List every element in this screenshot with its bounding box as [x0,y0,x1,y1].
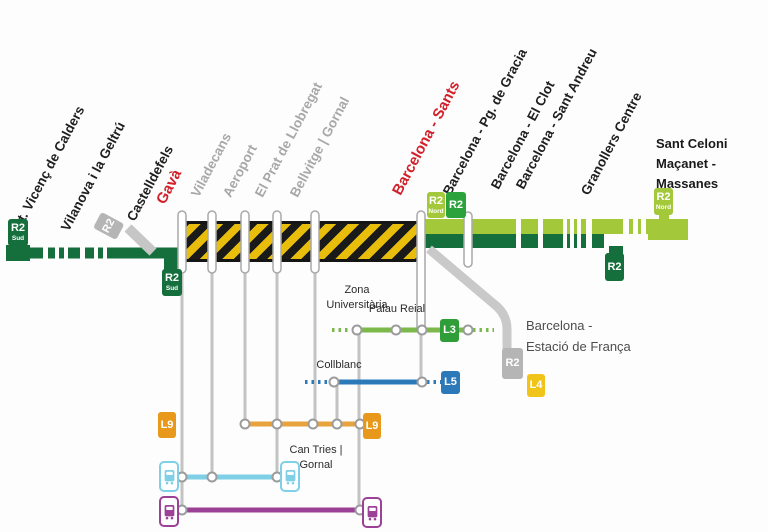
badge-l9-left: L9 [158,412,176,438]
label-line1: Barcelona - [526,318,593,333]
label-line2: Universitària [326,298,388,311]
badge-line: L9 [365,419,379,432]
gray-link-estacio-franca [426,245,512,350]
station-ticks-right [516,217,646,249]
bus-icon [164,469,174,484]
badge-l9-right: L9 [363,413,381,439]
bus-icon [367,505,377,520]
badge-sub: Sud [11,235,25,242]
label-line2: Estació de França [526,339,631,355]
terminus-line2: Maçanet - Massanes [656,156,719,192]
badge-line: L4 [529,379,543,391]
branch-station-circles [176,324,474,516]
badge-line: L5 [444,376,457,388]
bus-badge-right [362,497,382,528]
bus-badge-left [159,496,179,527]
gray-diversion-castelldefels [124,224,157,256]
badge-r2-sud-left: R2 Sud [8,219,28,246]
label-line1: Can Tries | [289,444,343,456]
label-line2: Gornal [299,458,333,471]
label-line1: Zona [344,284,370,296]
badge-r2-sud-castelldefels: R2 Sud [162,269,182,296]
terminus-line1: Sant Celoni [656,136,728,151]
badge-line: R2 [505,357,520,369]
badge-line: R2 [428,194,444,207]
badge-line: L9 [160,418,174,431]
badge-l3: L3 [440,319,459,342]
badge-line: R2 [448,198,464,211]
transfer-connectors [180,268,423,510]
closed-section-hazard-band [178,221,421,262]
badge-line: L3 [443,324,456,336]
badge-line: R2 [10,222,26,234]
badge-r2-estacio-franca: R2 [502,348,523,379]
badge-line: R2 [656,191,671,203]
label-can-tries-gornal: Can Tries | Gornal [276,443,356,473]
badge-line: R2 [164,272,180,284]
terminus-label-sant-celoni-macanet: Sant Celoni Maçanet - Massanes [656,134,768,194]
badge-l4: L4 [527,374,545,397]
label-collblanc: Collblanc [316,359,362,371]
badge-sub: Sud [165,285,179,292]
shuttle-bus-badge-right [280,461,300,492]
badge-l5: L5 [441,371,460,394]
badge-line: R2 [607,260,622,273]
label-zona-universitaria: Zona Universitària [307,283,407,313]
badge-sub: Nord [655,204,672,211]
bus-icon [164,504,174,519]
r2-right-lines [420,211,688,255]
bus-icon [285,469,295,484]
badge-line: R2 [99,216,117,235]
label-estacio-de-franca: Barcelona - Estació de França [526,315,631,358]
shuttle-bus-badge-left [159,461,179,492]
label-palau-reial: Palau Reial [368,303,426,315]
badge-r2-sants: R2 [446,192,466,218]
badge-r2-nord-right: R2 Nord [654,188,673,215]
badge-r2-nord-sants: R2 Nord [427,192,445,218]
badge-r2-granollers: R2 [605,253,624,281]
badge-sub: Nord [428,207,444,215]
